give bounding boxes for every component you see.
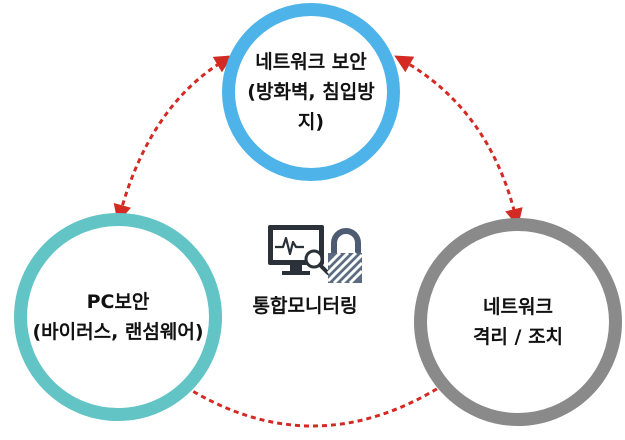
node-pc-security-title: PC보안: [86, 291, 150, 313]
node-network-security-title: 네트워크 보안: [255, 51, 367, 73]
node-network-isolation: 네트워크 격리 / 조치: [414, 218, 622, 426]
connector-pc-to-network-security: [113, 55, 233, 223]
connector-pc-to-isolation: [170, 377, 456, 428]
node-pc-security-subtitle: (바이러스, 랜섬웨어): [32, 321, 204, 343]
node-pc-security: PC보안 (바이러스, 랜섬웨어): [14, 213, 222, 421]
center-label: 통합모니터링: [252, 295, 358, 317]
node-network-security: 네트워크 보안 (방화벽, 침입방지): [222, 3, 400, 181]
node-network-isolation-subtitle: 격리 / 조치: [472, 326, 564, 348]
monitor-lock-icon: [268, 225, 364, 285]
node-network-isolation-title: 네트워크: [483, 296, 553, 318]
connector-network-security-to-isolation: [394, 55, 523, 227]
node-network-security-subtitle: (방화벽, 침입방지): [247, 81, 375, 133]
